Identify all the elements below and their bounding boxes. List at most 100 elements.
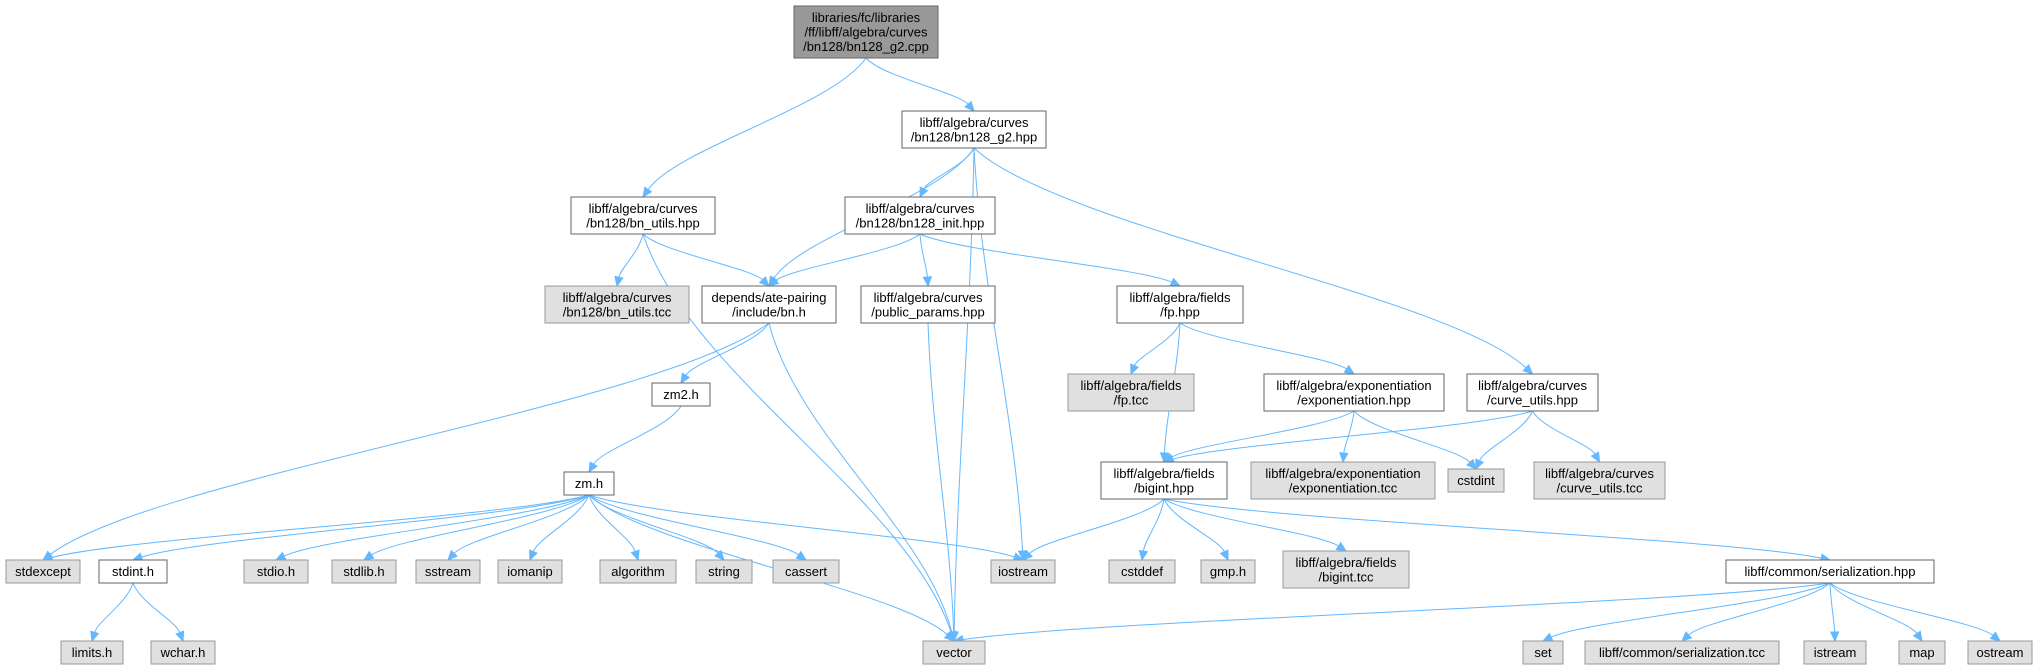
edge-arrowhead [795,550,808,561]
node-label: libff/algebra/exponentiation [1265,466,1420,481]
edge-arrowhead [362,550,375,561]
edge-line [49,322,770,555]
node-box [98,559,168,584]
node-root[interactable]: libraries/fc/libraries/ff/libff/algebra/… [793,5,939,59]
edge-arrowhead [588,461,598,474]
node-bn-h[interactable]: depends/ate-pairing/include/bn.h [701,285,837,324]
node-box [563,471,615,496]
node-bn-utils-hpp[interactable]: libff/algebra/curves/bn128/bn_utils.hpp [570,196,716,235]
node-public-params-hpp[interactable]: libff/algebra/curves/public_params.hpp [860,285,996,324]
node-box [1967,640,2033,665]
edge-line [1172,410,1533,460]
edge-arrowhead [1475,458,1485,471]
edge-serialization-hpp-to-map [1829,582,1923,643]
edge-bn-h-to-zm2-h [680,322,770,385]
edge-exponentiation-hpp-to-exponentiation-tcc [1339,410,1355,464]
edge-line [1343,410,1355,454]
edge-curve-utils-hpp-to-curve-utils-tcc [1532,410,1601,464]
node-bn128-init-hpp[interactable]: libff/algebra/curves/bn128/bn128_init.hp… [844,196,996,235]
node-box [1803,640,1867,665]
node-box [922,640,986,665]
node-label: cassert [785,564,827,579]
edge-arrowhead [447,549,458,561]
edge-line [923,147,975,190]
node-label: cstddef [1121,564,1163,579]
node-curve-utils-hpp[interactable]: libff/algebra/curves/curve_utils.hpp [1466,373,1599,412]
node-cstddef: cstddef [1108,559,1176,584]
node-zm2-h[interactable]: zm2.h [651,382,711,407]
edge-arrowhead [630,549,640,562]
node-box [701,285,837,324]
node-exponentiation-hpp[interactable]: libff/algebra/exponentiation/exponentiat… [1263,373,1445,412]
node-box [990,559,1056,584]
edge-arrowhead [680,372,691,385]
edge-public-params-hpp-to-vector [927,322,959,643]
node-serialization-hpp[interactable]: libff/common/serialization.hpp [1725,559,1935,584]
node-curve-utils-tcc: libff/algebra/curves/curve_utils.tcc [1533,461,1666,500]
node-box [415,559,481,584]
node-bn128-g2-hpp[interactable]: libff/algebra/curves/bn128/bn128_g2.hpp [901,110,1047,149]
edge-arrowhead [1829,631,1840,643]
edge-line [919,233,928,278]
edge-line [283,494,590,557]
node-bigint-hpp[interactable]: libff/algebra/fields/bigint.hpp [1100,461,1228,500]
edge-arrowhead [614,275,624,288]
node-stdint-h[interactable]: stdint.h [98,559,168,584]
node-label: libff/algebra/curves [866,201,975,216]
edge-arrowhead [1522,364,1534,375]
edge-arrowhead [768,276,780,287]
node-box [901,110,1047,149]
edge-stdint-h-to-wchar-h [132,582,185,643]
node-stdlib-h: stdlib.h [331,559,397,584]
edge-arrowhead [1219,549,1229,562]
edge-line [1353,410,1471,463]
node-box [331,559,397,584]
node-label: depends/ate-pairing [712,290,827,305]
edge-line [588,494,636,552]
edge-arrowhead [1681,631,1693,642]
edge-arrowhead [1590,451,1601,464]
node-box [5,559,81,584]
node-label: ostream [1977,645,2024,660]
node-label: limits.h [72,645,112,660]
edge-bigint-hpp-to-serialization-hpp [1163,498,1832,563]
node-label: libff/algebra/curves [589,201,698,216]
node-label: libff/algebra/curves [920,115,1029,130]
node-label: /exponentiation.tcc [1289,480,1398,495]
node-label: /bigint.hpp [1134,480,1194,495]
edge-serialization-hpp-to-ostream [1829,582,2001,642]
edge-arrowhead [1335,541,1348,552]
edge-bn-utils-hpp-to-bn-h [642,233,770,287]
node-label: /bn128/bn128_g2.hpp [911,129,1038,144]
edge-bn128-init-hpp-to-public-params-hpp [919,233,933,288]
node-box [651,382,711,407]
edge-exponentiation-hpp-to-cstdint [1353,410,1477,470]
node-fp-tcc: libff/algebra/fields/fp.tcc [1067,373,1195,412]
edge-line [1163,498,1339,547]
node-box [1447,468,1505,493]
node-algorithm: algorithm [599,559,677,584]
edge-arrowhead [1138,549,1149,562]
edge-bn128-init-hpp-to-bn-h [768,233,921,287]
edge-line [453,494,590,554]
node-fp-hpp[interactable]: libff/algebra/fields/fp.hpp [1116,285,1244,324]
node-box [1100,461,1228,500]
node-box [243,559,309,584]
node-label: /ff/libff/algebra/curves [804,25,928,40]
edge-fp-hpp-to-exponentiation-hpp [1179,322,1356,375]
edge-zm-h-to-vector [588,494,955,642]
node-label: iostream [998,564,1048,579]
node-string: string [695,559,753,584]
node-zm-h[interactable]: zm.h [563,471,615,496]
node-box [1522,640,1564,665]
edge-bigint-hpp-to-cstddef [1138,498,1165,562]
node-box [1725,559,1935,584]
node-label: libff/common/serialization.hpp [1744,564,1915,579]
edge-line [1532,410,1596,455]
node-label: /bn128/bn128_g2.cpp [803,39,929,54]
edge-serialization-hpp-to-vector [952,582,1831,645]
node-iostream: iostream [990,559,1056,584]
edge-bigint-hpp-to-gmp-h [1163,498,1229,562]
node-label: /curve_utils.tcc [1557,480,1643,495]
